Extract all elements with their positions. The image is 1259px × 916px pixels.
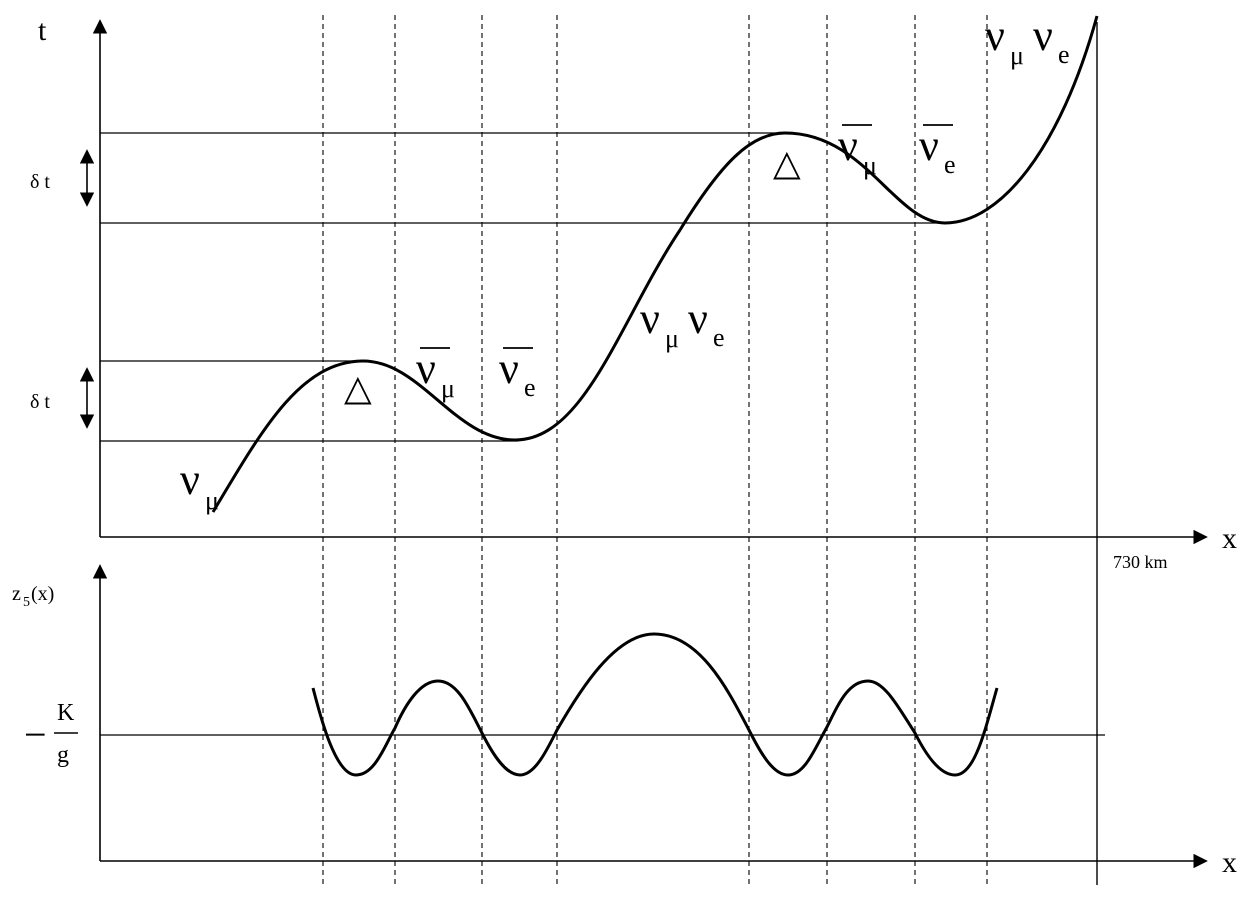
- svg-text:μ: μ: [863, 151, 877, 180]
- svg-text:μ: μ: [441, 374, 455, 403]
- svg-text:(x): (x): [31, 583, 54, 605]
- svg-text:e: e: [1058, 40, 1070, 69]
- label-antinu-e-upper: ν e: [919, 121, 956, 179]
- dashed-guides: [322, 15, 988, 885]
- svg-text:z: z: [12, 583, 21, 605]
- svg-text:ν: ν: [838, 121, 858, 170]
- svg-text:ν: ν: [919, 121, 939, 170]
- z5-potential-curve: [311, 632, 999, 777]
- label-antinu-e-lower: ν e: [499, 344, 536, 402]
- x-axis-label-bottom: x: [1222, 846, 1237, 879]
- svg-text:ν: ν: [640, 294, 660, 343]
- svg-text:e: e: [524, 373, 536, 402]
- svg-text:g: g: [57, 742, 69, 768]
- z5-axis-label: z 5 (x): [12, 583, 54, 610]
- x-axis-label-top: x: [1222, 522, 1237, 555]
- delta-marker-upper: △: [773, 143, 801, 183]
- svg-text:μ: μ: [1010, 41, 1024, 70]
- svg-text:e: e: [944, 150, 956, 179]
- svg-text:K: K: [57, 700, 75, 726]
- svg-text:ν: ν: [985, 11, 1005, 60]
- svg-text:μ: μ: [205, 486, 219, 515]
- svg-text:ν: ν: [499, 344, 519, 393]
- delta-marker-lower: △: [344, 368, 372, 408]
- delta-t-label-upper: δ t: [30, 171, 50, 193]
- svg-text:ν: ν: [416, 344, 436, 393]
- label-antinu-mu-lower: ν μ: [416, 344, 455, 403]
- label-nu-mu-nu-e-end: ν μ ν e: [985, 11, 1070, 70]
- svg-text:ν: ν: [688, 294, 708, 343]
- svg-text:ν: ν: [180, 455, 200, 504]
- minus-k-over-g-label: − K g: [24, 700, 78, 768]
- t-axis-label: t: [38, 14, 47, 47]
- trajectory-curve: [211, 15, 1099, 513]
- label-antinu-mu-upper: ν μ: [838, 121, 877, 180]
- delta-t-label-lower: δ t: [30, 391, 50, 413]
- distance-label: 730 km: [1113, 552, 1168, 572]
- label-nu-mu-nu-e-middle: ν μ ν e: [640, 294, 725, 353]
- svg-text:e: e: [713, 323, 725, 352]
- svg-text:ν: ν: [1033, 11, 1053, 60]
- label-nu-mu-start: ν μ: [180, 455, 219, 515]
- svg-text:μ: μ: [665, 324, 679, 353]
- svg-text:5: 5: [23, 595, 30, 610]
- svg-text:−: −: [24, 712, 47, 757]
